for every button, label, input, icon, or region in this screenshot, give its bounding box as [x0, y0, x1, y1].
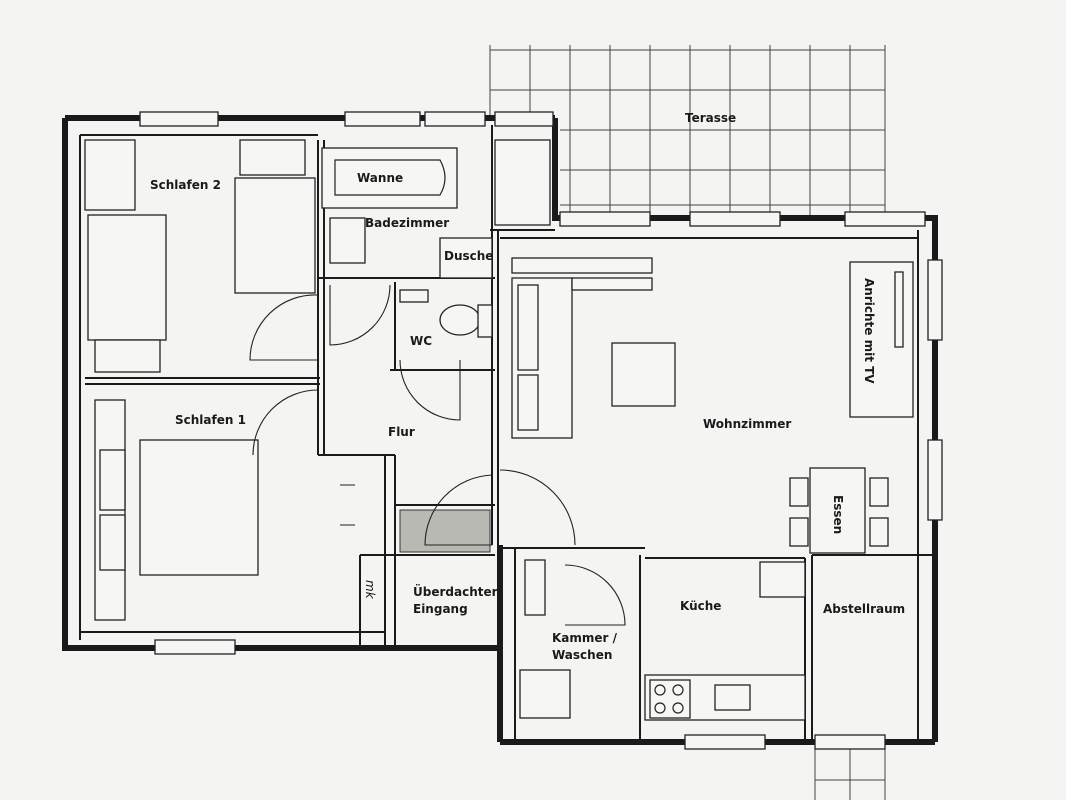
label-mk: mk	[363, 580, 377, 600]
label-badezimmer: Badezimmer	[365, 216, 449, 230]
label-wc: WC	[410, 334, 432, 348]
bathroom-fixtures	[321, 139, 551, 338]
label-terasse: Terasse	[685, 111, 736, 125]
label-kueche: Küche	[680, 599, 721, 613]
schlafen1-furniture	[94, 399, 259, 621]
front-path	[814, 745, 886, 800]
label-wanne: Wanne	[357, 171, 403, 185]
label-schlafen2: Schlafen 2	[150, 178, 221, 192]
label-schlafen1: Schlafen 1	[175, 413, 246, 427]
label-kammer: Kammer /	[552, 631, 618, 645]
kueche-fixtures	[644, 561, 806, 721]
wohnzimmer-furniture	[511, 257, 914, 554]
schlafen2-furniture	[84, 139, 316, 373]
label-essen: Essen	[831, 495, 845, 534]
label-ueberdachter: Überdachter	[413, 584, 498, 599]
label-eingang: Eingang	[413, 602, 468, 616]
terrace-paving	[489, 45, 886, 218]
label-dusche: Dusche	[444, 249, 493, 263]
label-wohnzimmer: Wohnzimmer	[703, 417, 791, 431]
label-abstellraum: Abstellraum	[823, 602, 905, 616]
label-flur: Flur	[388, 425, 415, 439]
label-anrichte: Anrichte mit TV	[862, 278, 876, 384]
label-waschen: Waschen	[552, 648, 612, 662]
entrance-mat	[399, 509, 491, 553]
kammer-fixtures	[519, 559, 571, 719]
doors	[249, 284, 626, 626]
windows	[139, 111, 943, 750]
